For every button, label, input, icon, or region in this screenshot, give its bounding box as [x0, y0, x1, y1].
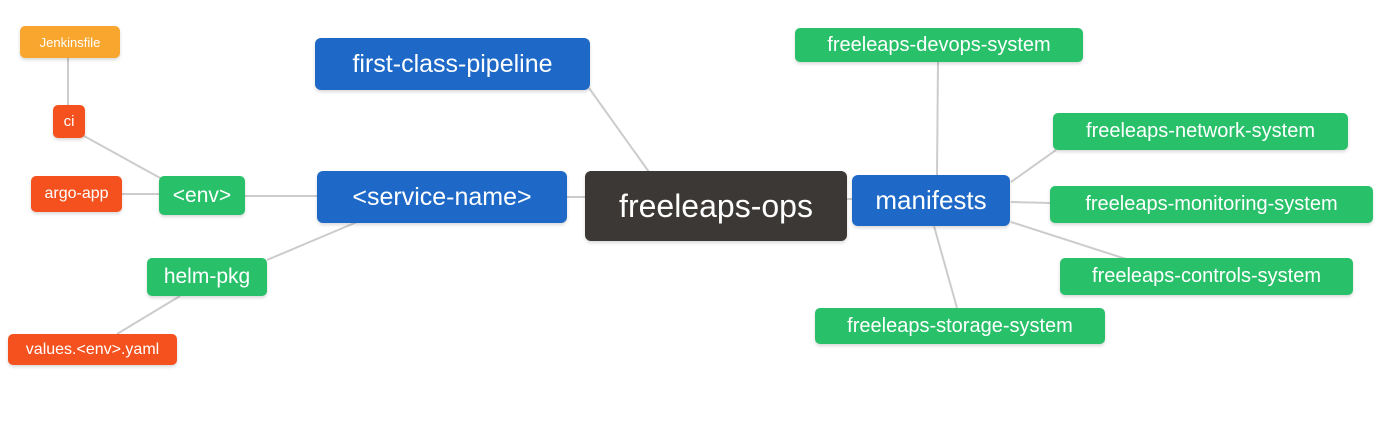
edge-manifests-monitoring — [1010, 201, 1051, 204]
node-freeleaps-ops-root[interactable]: freeleaps-ops — [585, 171, 847, 241]
node-ci[interactable]: ci — [53, 105, 85, 138]
node-freeleaps-controls-system[interactable]: freeleaps-controls-system — [1060, 258, 1353, 295]
edge-helm-pkg-service-name — [266, 221, 358, 261]
edge-manifests-devops — [936, 61, 939, 176]
node-freeleaps-network-system[interactable]: freeleaps-network-system — [1053, 113, 1348, 150]
node-jenkinsfile[interactable]: Jenkinsfile — [20, 26, 120, 58]
edge-manifests-network — [1010, 149, 1057, 183]
edge-manifests-controls — [1010, 221, 1127, 260]
edge-ci-env — [83, 135, 163, 180]
node-argo-app[interactable]: argo-app — [31, 176, 122, 212]
node-freeleaps-monitoring-system[interactable]: freeleaps-monitoring-system — [1050, 186, 1373, 223]
node-env[interactable]: <env> — [159, 176, 245, 215]
node-manifests[interactable]: manifests — [852, 175, 1010, 226]
node-service-name[interactable]: <service-name> — [317, 171, 567, 223]
edge-first-class-pipeline-root — [588, 87, 650, 173]
node-values-env-yaml[interactable]: values.<env>.yaml — [8, 334, 177, 365]
edge-manifests-storage — [933, 225, 958, 309]
edge-values-yaml-helm-pkg — [116, 295, 181, 335]
node-freeleaps-storage-system[interactable]: freeleaps-storage-system — [815, 308, 1105, 344]
node-freeleaps-devops-system[interactable]: freeleaps-devops-system — [795, 28, 1083, 62]
node-helm-pkg[interactable]: helm-pkg — [147, 258, 267, 296]
node-first-class-pipeline[interactable]: first-class-pipeline — [315, 38, 590, 90]
